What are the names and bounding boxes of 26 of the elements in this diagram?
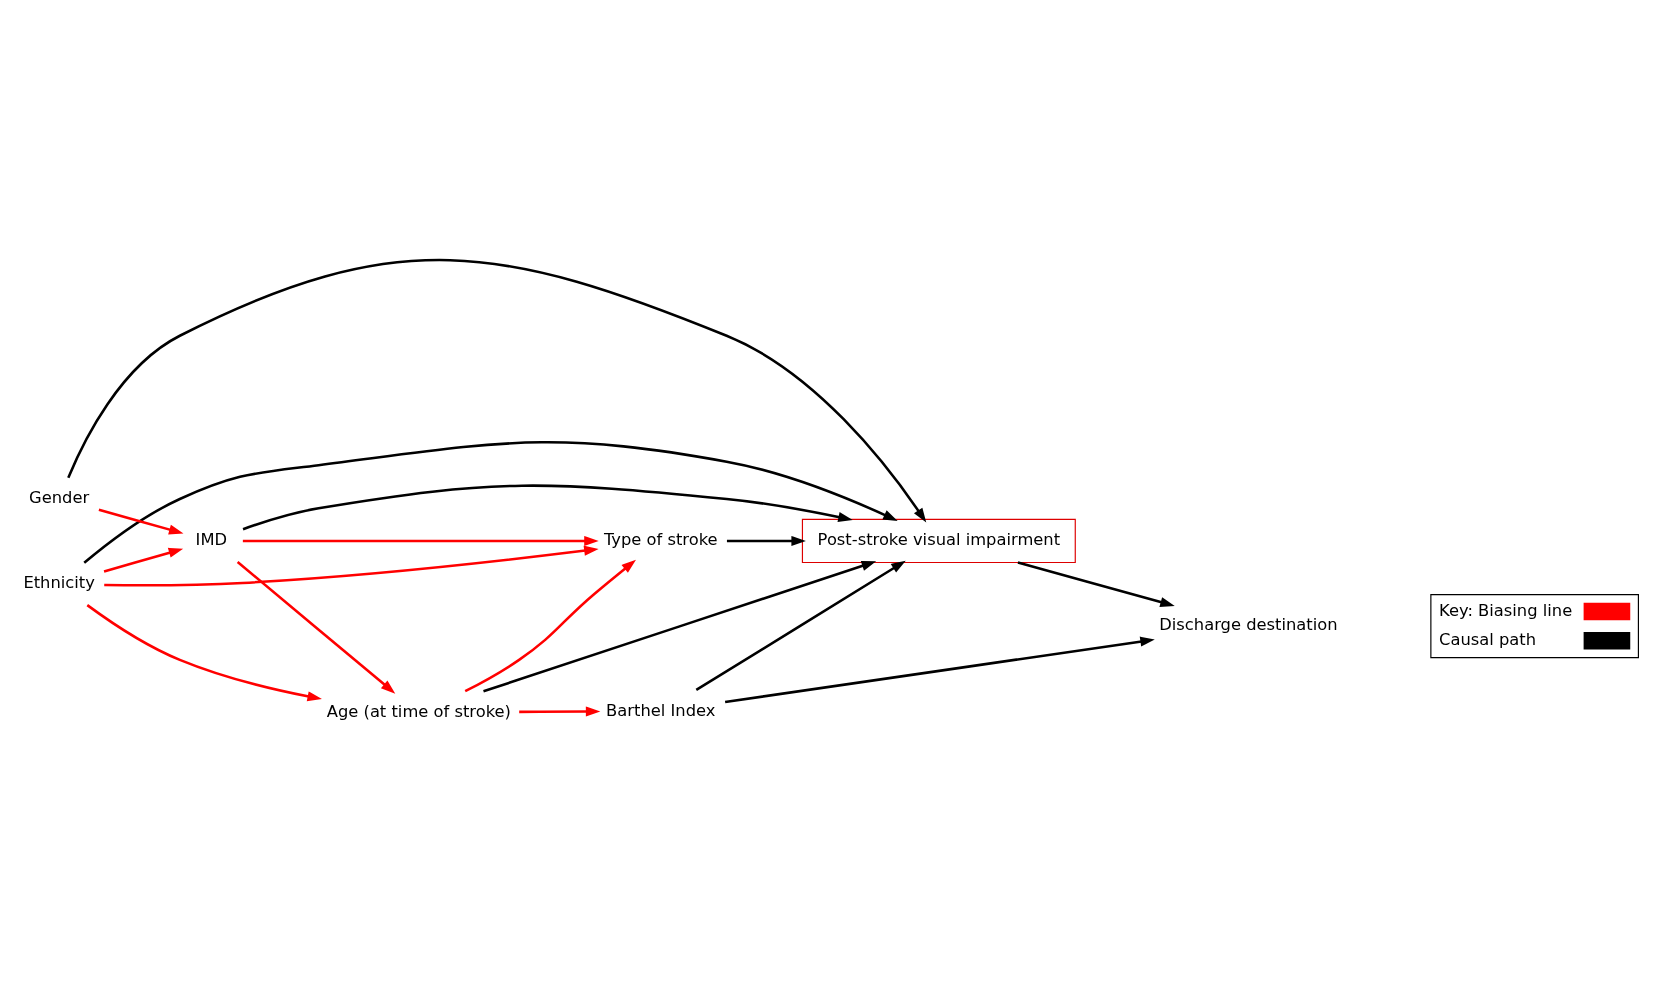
arrow bbox=[464, 559, 636, 692]
node-text: Gender bbox=[29, 487, 90, 507]
legend-label: Key: Biasing line bbox=[1439, 600, 1573, 620]
arrow bbox=[236, 560, 396, 694]
node-text: IMD bbox=[195, 529, 228, 549]
arrow bbox=[1017, 560, 1175, 607]
node-text: Barthel Index bbox=[606, 700, 716, 719]
arrow bbox=[242, 535, 599, 546]
arrow bbox=[726, 535, 806, 546]
arrow bbox=[103, 547, 184, 573]
arrow bbox=[695, 560, 906, 691]
node-text: Ethnicity bbox=[23, 572, 95, 592]
arrow bbox=[86, 603, 322, 701]
node-box: Post-stroke visual impairment bbox=[801, 518, 1076, 563]
node-text: Discharge destination bbox=[1159, 614, 1338, 634]
arrow bbox=[104, 545, 599, 586]
node-text: Age (at time of stroke) bbox=[326, 701, 511, 721]
arrow bbox=[519, 705, 601, 717]
node-text: Type of stroke bbox=[603, 529, 718, 549]
arrow bbox=[242, 483, 853, 530]
arrow bbox=[67, 258, 927, 523]
arrow bbox=[83, 440, 898, 564]
legend-label: Causal path bbox=[1439, 629, 1537, 649]
arrow bbox=[483, 560, 877, 693]
arrow bbox=[724, 636, 1155, 703]
arrow bbox=[98, 508, 184, 534]
